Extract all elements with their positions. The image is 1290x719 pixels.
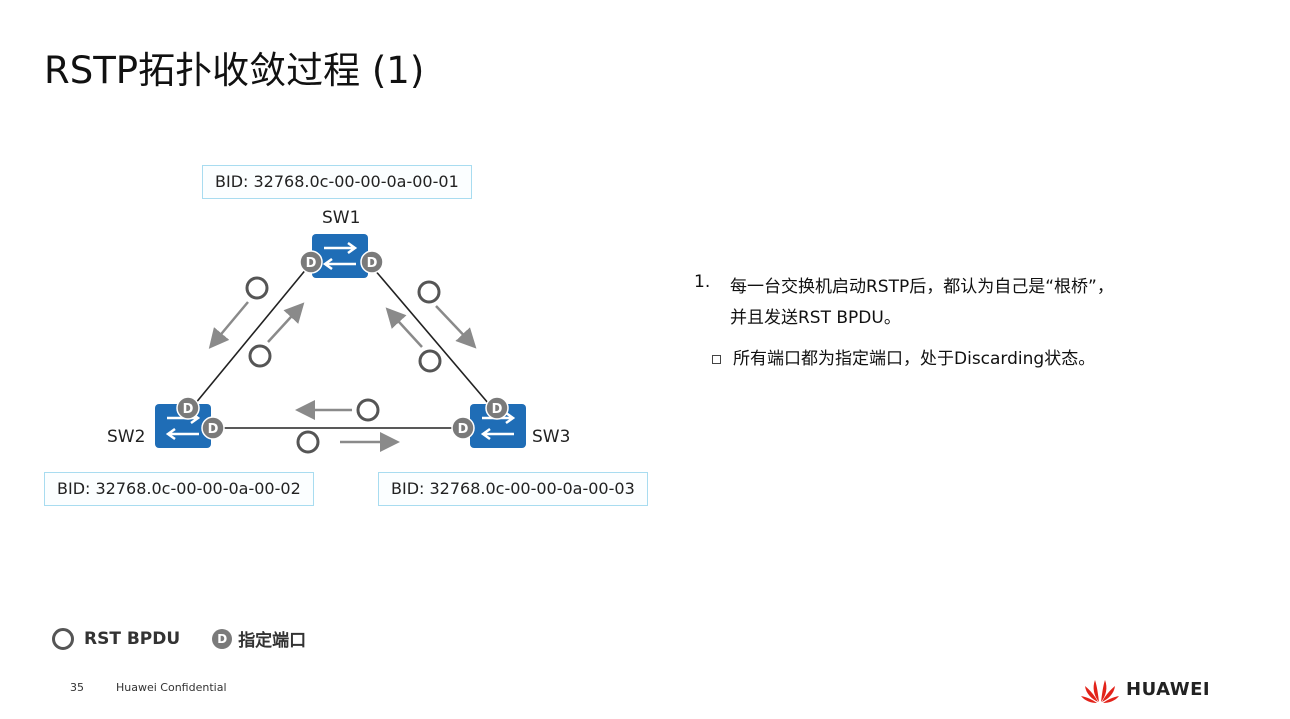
- list-text-line: 每一台交换机启动RSTP后，都认为自己是“根桥”，: [730, 277, 1114, 297]
- designated-port-marker: D: [360, 250, 384, 274]
- designated-port-marker: D: [299, 250, 323, 274]
- bpdu-circle-icon: [52, 627, 74, 650]
- switch-label-sw2: SW2: [107, 427, 146, 447]
- svg-text:D: D: [306, 256, 317, 271]
- bid-box-sw1: BID: 32768.0c-00-00-0a-00-01: [202, 165, 472, 199]
- list-text-line: 并且发送RST BPDU。: [730, 308, 901, 328]
- bpdu-circle: [245, 276, 269, 300]
- list-item: 1. 每一台交换机启动RSTP后，都认为自己是“根桥”， 并且发送RST BPD…: [694, 272, 1254, 334]
- bpdu-circle: [296, 430, 320, 454]
- sub-list-item: 所有端口都为指定端口，处于Discarding状态。: [694, 344, 1254, 369]
- svg-text:D: D: [492, 402, 503, 417]
- square-bullet-icon: [712, 355, 721, 364]
- legend: RST BPDU D 指定端口: [52, 626, 306, 651]
- designated-port-marker: D: [201, 416, 225, 440]
- switch-label-sw3: SW3: [532, 427, 571, 447]
- designated-port-marker: D: [485, 396, 509, 420]
- arrow-sw3-to-sw1: [385, 307, 423, 348]
- svg-text:D: D: [183, 402, 194, 417]
- designated-port-marker: D: [176, 396, 200, 420]
- arrow-sw1-to-sw2: [208, 301, 249, 349]
- explanation: 1. 每一台交换机启动RSTP后，都认为自己是“根桥”， 并且发送RST BPD…: [694, 272, 1254, 369]
- huawei-logo: HUAWEI: [1080, 674, 1210, 704]
- footer: 35 Huawei Confidential: [70, 681, 227, 694]
- designated-port-icon: D: [212, 628, 233, 649]
- link-sw1-sw2: [189, 261, 313, 411]
- legend-designated-label: 指定端口: [238, 631, 307, 651]
- huawei-petal-icon: [1081, 680, 1119, 703]
- designated-port-marker: D: [451, 416, 475, 440]
- bid-box-sw2: BID: 32768.0c-00-00-0a-00-02: [44, 472, 314, 506]
- bid-box-sw3: BID: 32768.0c-00-00-0a-00-03: [378, 472, 648, 506]
- confidential-label: Huawei Confidential: [116, 681, 227, 694]
- sub-list-text: 所有端口都为指定端口，处于Discarding状态。: [733, 349, 1096, 369]
- arrow-sw2-to-sw1: [267, 302, 305, 343]
- huawei-logo-text: HUAWEI: [1126, 678, 1211, 700]
- switch-label-sw1: SW1: [322, 208, 361, 228]
- bpdu-circle: [356, 398, 380, 422]
- bpdu-circle: [417, 280, 441, 304]
- svg-text:D: D: [208, 422, 219, 437]
- svg-text:D: D: [458, 422, 469, 437]
- link-sw1-sw3: [367, 261, 495, 411]
- bpdu-circle: [418, 349, 442, 373]
- switch-sw1-icon: [312, 234, 368, 278]
- page-number: 35: [70, 681, 84, 694]
- page-title: RSTP拓扑收敛过程 (1): [44, 49, 425, 92]
- legend-bpdu-label: RST BPDU: [84, 628, 181, 649]
- svg-text:D: D: [367, 256, 378, 271]
- bpdu-circle: [248, 344, 272, 368]
- list-number: 1.: [694, 272, 711, 292]
- list-text: 每一台交换机启动RSTP后，都认为自己是“根桥”， 并且发送RST BPDU。: [730, 272, 1114, 334]
- arrow-sw1-to-sw3: [435, 305, 477, 349]
